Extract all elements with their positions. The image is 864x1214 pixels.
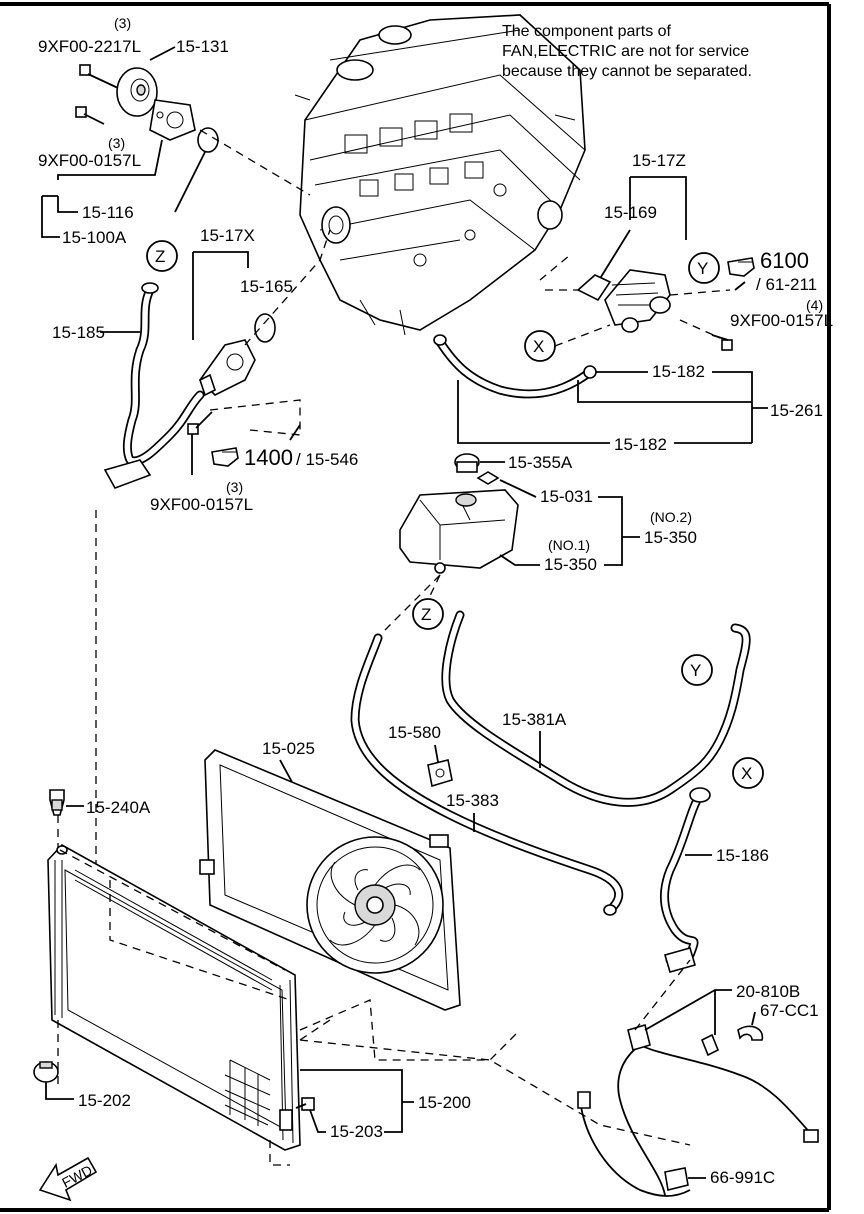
svg-text:The component parts of: The component parts of xyxy=(502,23,672,40)
label-15-100a: 15-100A xyxy=(62,228,127,247)
clip-15-580 xyxy=(427,759,453,788)
svg-text:FAN,ELECTRIC are not for servi: FAN,ELECTRIC are not for service xyxy=(502,43,749,60)
label-9xf00-0157l-a: (3) 9XF00-0157L xyxy=(38,135,141,170)
svg-text:(3): (3) xyxy=(114,15,131,31)
bolt-9xf00-2217l xyxy=(79,64,119,89)
radiator-15-200 xyxy=(47,843,301,1151)
bolt-15-203 xyxy=(295,1097,315,1111)
callout-y-bottom: Y xyxy=(681,654,713,686)
ref-1400: 1400 xyxy=(244,445,293,470)
reservoir-15-350 xyxy=(399,489,519,574)
label-67-cc1: 67-CC1 xyxy=(760,1001,819,1020)
svg-text:9XF00-0157L: 9XF00-0157L xyxy=(150,495,253,514)
clip-20-810b xyxy=(700,1033,720,1057)
svg-text:9XF00-2217L: 9XF00-2217L xyxy=(38,37,141,56)
label-15-182-b: 15-182 xyxy=(614,435,667,454)
callout-y-top: Y xyxy=(688,252,720,284)
ref-15-546: / 15-546 xyxy=(296,450,358,469)
water-pump-pulley xyxy=(116,67,158,117)
ref-6100: 6100 xyxy=(760,248,809,273)
label-15-580: 15-580 xyxy=(388,723,441,742)
hand-pointer-icon xyxy=(211,447,239,467)
hose-15-186 xyxy=(660,787,711,973)
engine-block xyxy=(294,14,586,336)
label-9xf00-0157l-b: (3) 9XF00-0157L xyxy=(150,479,253,514)
bolt-9xf00-0157l-b xyxy=(187,411,213,435)
label-15-031: 15-031 xyxy=(540,487,593,506)
svg-text:9XF00-0157L: 9XF00-0157L xyxy=(38,151,141,170)
callout-z-top: Z xyxy=(146,240,178,272)
label-15-202: 15-202 xyxy=(78,1091,131,1110)
label-15-240a: 15-240A xyxy=(86,798,151,817)
svg-text:Z: Z xyxy=(155,247,165,266)
svg-text:X: X xyxy=(741,764,752,783)
svg-text:because they cannot be separat: because they cannot be separated. xyxy=(502,63,752,80)
label-9xf00-0157l-c: 9XF00-0157L xyxy=(730,311,833,330)
cap-15-355a xyxy=(454,453,480,473)
label-15-383: 15-383 xyxy=(446,791,499,810)
label-no1: (NO.1) xyxy=(548,537,590,553)
fan-shroud-15-025 xyxy=(199,749,461,1011)
svg-text:Y: Y xyxy=(690,661,701,680)
clamp-67-cc1 xyxy=(737,1025,764,1041)
gasket-15-165 xyxy=(254,313,276,343)
label-15-165: 15-165 xyxy=(240,277,293,296)
water-pump xyxy=(149,99,196,141)
label-15-17x: 15-17X xyxy=(200,226,255,245)
svg-text:(3): (3) xyxy=(108,135,125,151)
callout-x-top: X xyxy=(524,330,556,362)
label-15-350-b: 15-350 xyxy=(544,555,597,574)
label-15-381a: 15-381A xyxy=(502,710,567,729)
o-ring-15-116 xyxy=(197,127,219,153)
page-frame xyxy=(0,2,831,1212)
ref-61-211: / 61-211 xyxy=(756,275,817,294)
label-66-991c: 66-991C xyxy=(710,1168,775,1187)
label-15-203: 15-203 xyxy=(330,1122,383,1141)
svg-text:X: X xyxy=(533,337,544,356)
harness-66-991c xyxy=(577,1023,819,1197)
thermostat-housing-15-17z xyxy=(604,269,671,333)
hose-15-383 xyxy=(350,633,624,916)
gasket-15-169 xyxy=(576,274,612,302)
plug-15-202 xyxy=(33,1061,59,1083)
fwd-arrow-icon: FWD xyxy=(38,1156,98,1202)
svg-text:Z: Z xyxy=(421,605,431,624)
label-no2: (NO.2) xyxy=(650,509,692,525)
label-15-131: 15-131 xyxy=(176,37,229,56)
svg-text:(3): (3) xyxy=(226,479,243,495)
clip-15-240a xyxy=(49,789,65,816)
label-15-350-a: 15-350 xyxy=(644,528,697,547)
label-15-025: 15-025 xyxy=(262,739,315,758)
label-15-355a: 15-355A xyxy=(508,453,573,472)
hand-pointer-icon xyxy=(727,257,755,277)
qty-4: (4) xyxy=(806,297,823,313)
callout-z-bottom: Z xyxy=(412,598,444,630)
hose-15-182 xyxy=(433,334,597,399)
bolt-9xf00-0157l-a xyxy=(75,106,105,125)
label-15-17z: 15-17Z xyxy=(632,151,686,170)
label-15-186: 15-186 xyxy=(716,846,769,865)
bolt-9xf00-0157l-c xyxy=(711,334,733,351)
label-tag-15-031 xyxy=(476,471,500,485)
hose-15-381a xyxy=(441,610,751,807)
label-20-810b: 20-810B xyxy=(736,982,800,1001)
label-15-185: 15-185 xyxy=(52,323,105,342)
callout-x-bottom: X xyxy=(732,757,764,789)
label-15-200: 15-200 xyxy=(418,1093,471,1112)
label-15-116: 15-116 xyxy=(82,203,134,222)
label-15-169: 15-169 xyxy=(604,203,657,222)
hose-15-185 xyxy=(103,282,205,489)
service-note: The component parts of FAN,ELECTRIC are … xyxy=(502,23,752,80)
label-15-182-a: 15-182 xyxy=(652,362,705,381)
svg-text:Y: Y xyxy=(697,259,708,278)
thermostat-housing xyxy=(198,339,256,397)
label-9xf00-2217l: (3) 9XF00-2217L xyxy=(38,15,141,56)
label-15-261: 15-261 xyxy=(770,401,823,420)
